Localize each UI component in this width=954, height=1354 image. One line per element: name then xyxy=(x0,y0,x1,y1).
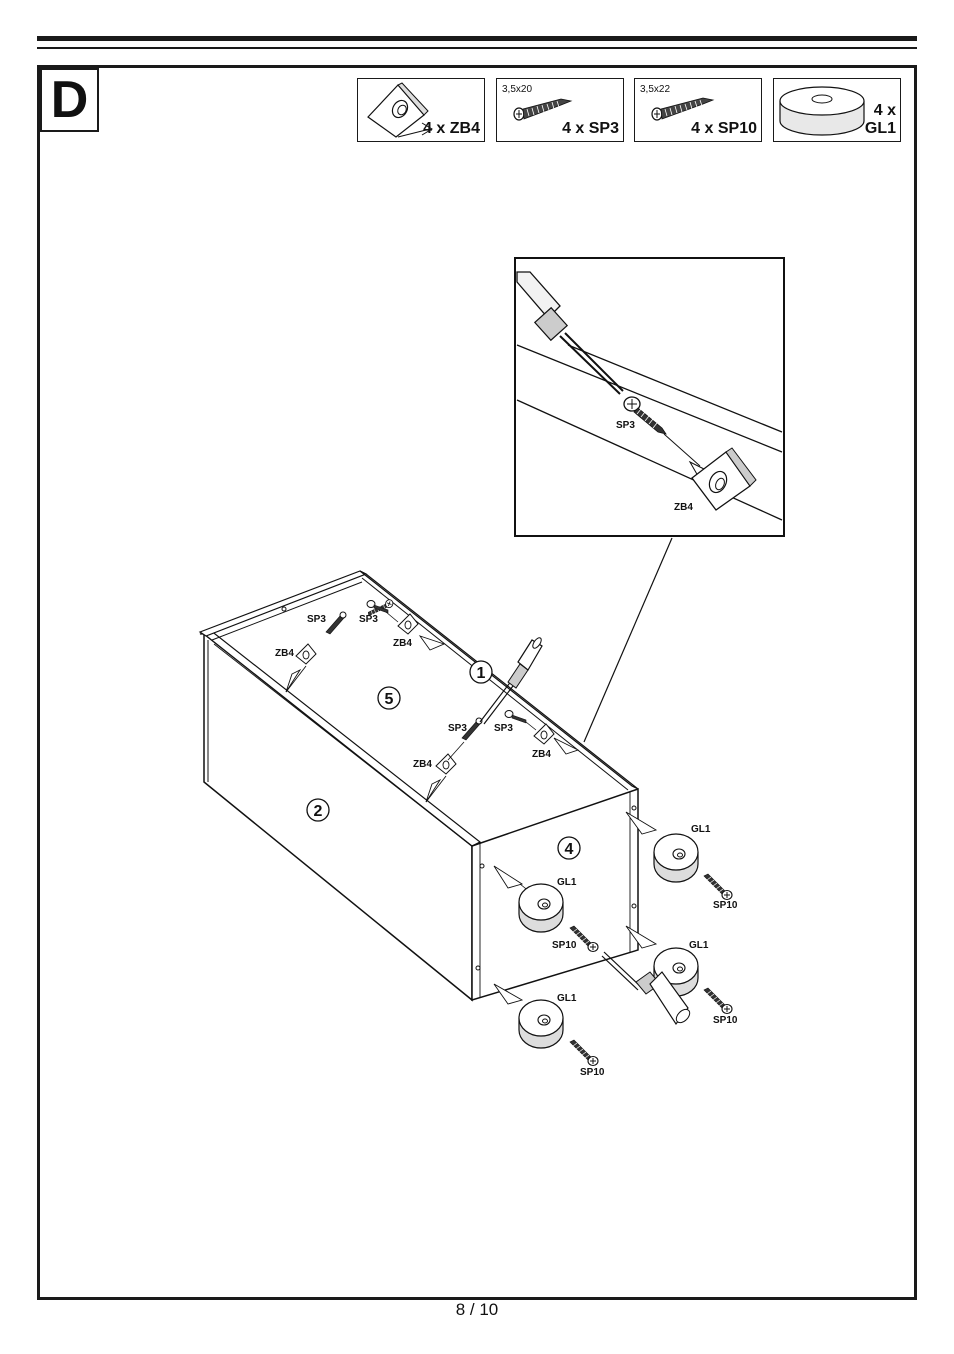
screw-icon xyxy=(623,396,667,435)
label-sp10: SP10 xyxy=(580,1067,605,1078)
part-quantity-label: 4 x ZB4 xyxy=(423,120,480,137)
label-sp10: SP10 xyxy=(552,940,577,951)
detail-screw-label: SP3 xyxy=(616,420,635,431)
instruction-frame xyxy=(37,65,917,1300)
part-dimension: 3,5x20 xyxy=(502,84,533,95)
label-sp3: SP3 xyxy=(494,723,513,734)
part-box-zb4: 4 x ZB4 xyxy=(357,78,485,142)
glide-back-right xyxy=(625,811,733,901)
label-sp10: SP10 xyxy=(713,1015,738,1026)
label-zb4: ZB4 xyxy=(532,749,551,760)
glide-back-lower xyxy=(625,925,733,1015)
label-zb4: ZB4 xyxy=(275,648,294,659)
glide-front-left xyxy=(493,865,599,953)
label-gl1: GL1 xyxy=(689,940,709,951)
part-quantity-label: 4 x SP3 xyxy=(562,120,619,137)
screw-icon xyxy=(513,98,573,121)
step-letter: D xyxy=(50,71,89,129)
label-zb4: ZB4 xyxy=(393,638,412,649)
screwdriver-icon xyxy=(601,951,691,1026)
label-gl1: GL1 xyxy=(557,993,577,1004)
label-gl1: GL1 xyxy=(691,824,711,835)
page-number: 8 / 10 xyxy=(455,1300,499,1319)
panel-number-2: 2 xyxy=(306,798,330,822)
screw-icon xyxy=(651,97,715,121)
label-sp3: SP3 xyxy=(359,614,378,625)
screwdriver-icon xyxy=(479,637,543,725)
label-sp3: SP3 xyxy=(448,723,467,734)
part-box-sp10: 3,5x22 4 x SP10 xyxy=(634,78,762,142)
glide-front-lower xyxy=(493,983,599,1067)
detail-leader-line xyxy=(583,537,673,743)
part-box-gl1: 4 x GL1 xyxy=(773,78,901,142)
detail-bracket-label: ZB4 xyxy=(674,502,693,513)
svg-text:4: 4 xyxy=(565,841,574,858)
panel-number-1: 1 xyxy=(469,660,493,684)
step-label-box: D xyxy=(40,68,99,132)
part-box-sp3: 3,5x20 4 x SP3 xyxy=(496,78,624,142)
svg-text:1: 1 xyxy=(477,665,486,682)
svg-text:5: 5 xyxy=(385,691,394,708)
header-rule-thin xyxy=(37,47,917,49)
label-zb4: ZB4 xyxy=(413,759,432,770)
label-gl1: GL1 xyxy=(557,877,577,888)
corner-bracket-icon xyxy=(367,82,433,138)
header-rule-thick xyxy=(37,36,917,41)
furniture-glide-icon xyxy=(779,86,865,136)
label-sp3: SP3 xyxy=(307,614,326,625)
label-sp10: SP10 xyxy=(713,900,738,911)
cabinet-body xyxy=(198,570,639,1002)
part-dimension: 3,5x22 xyxy=(640,84,671,95)
svg-text:2: 2 xyxy=(314,803,323,820)
panel-number-5: 5 xyxy=(377,686,401,710)
panel-number-4: 4 xyxy=(557,836,581,860)
part-quantity-label: 4 x SP10 xyxy=(691,120,757,137)
screwdriver-icon xyxy=(516,271,624,395)
middle-fixings xyxy=(425,637,580,803)
detail-inset: SP3 ZB4 xyxy=(514,257,785,537)
part-quantity-label: 4 x GL1 xyxy=(864,102,896,137)
corner-bracket-icon xyxy=(691,447,757,511)
rear-fixings xyxy=(285,593,446,693)
